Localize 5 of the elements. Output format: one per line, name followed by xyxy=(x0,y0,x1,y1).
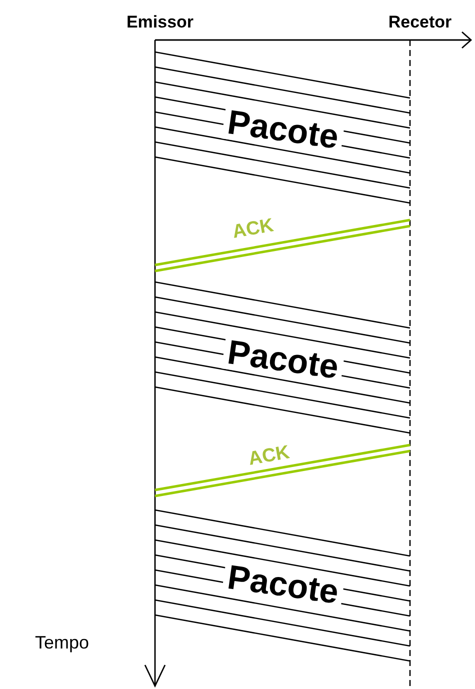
sender-label: Emissor xyxy=(126,11,194,34)
ack-label: ACK xyxy=(247,443,291,469)
receiver-label: Recetor xyxy=(388,11,452,34)
ack-label: ACK xyxy=(231,216,275,242)
time-axis-label: Tempo xyxy=(34,632,90,654)
